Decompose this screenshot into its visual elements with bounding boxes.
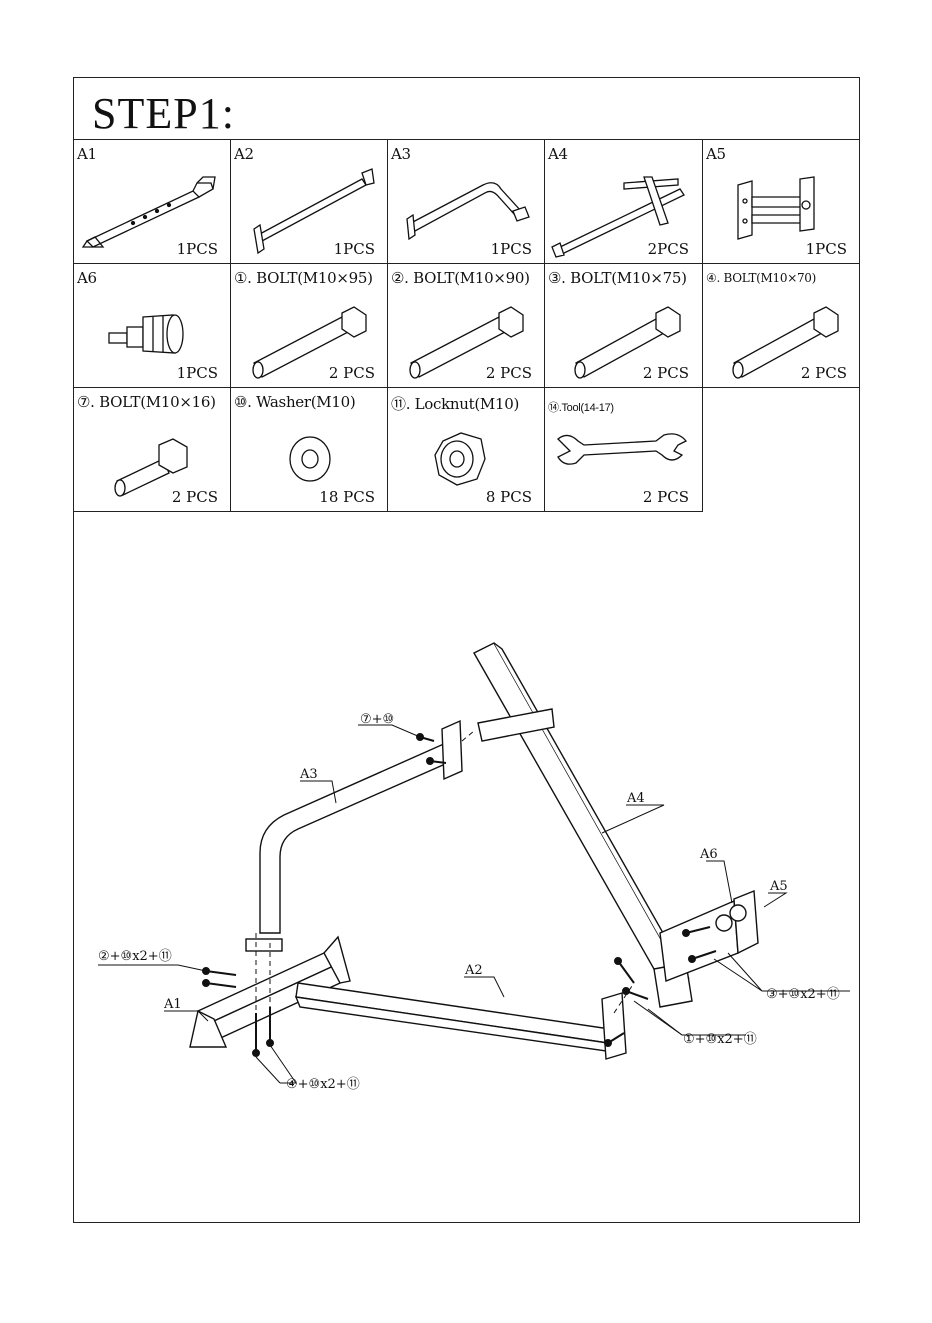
callout-bolt4-set: ④+⑩x2+⑪: [286, 1077, 360, 1092]
part-quantity: 2 PCS: [486, 364, 532, 382]
part-quantity: 2 PCS: [643, 488, 689, 506]
callout-bolt3-set: ③+⑩x2+⑪: [766, 987, 840, 1002]
callout-a5: A5: [769, 879, 788, 894]
part-label: ①. BOLT(M10×95): [234, 269, 373, 287]
a4-tube: [474, 643, 680, 983]
part-quantity: 8 PCS: [486, 488, 532, 506]
step-title: STEP1:: [92, 88, 235, 139]
part-quantity: 1PCS: [806, 240, 847, 258]
part-cell-bolt-4: ④. BOLT(M10×70) 2 PCS: [702, 263, 859, 387]
part-label: ⑩. Washer(M10): [234, 393, 355, 411]
callout-bolt7-washer10: ⑦+⑩: [360, 712, 394, 727]
a3-end-plate: [442, 721, 462, 779]
part-cell-tool: ⑭.Tool(14-17) 2 PCS: [544, 387, 701, 511]
a3-tube: [260, 743, 452, 933]
callout-a4: A4: [626, 791, 645, 806]
part-quantity: 2PCS: [648, 240, 689, 258]
part-label: ③. BOLT(M10×75): [548, 269, 687, 287]
part-cell-a6: A6 1PCS: [73, 263, 230, 387]
part-label: A1: [77, 145, 97, 163]
part-quantity: 1PCS: [177, 240, 218, 258]
callout-a2: A2: [464, 963, 483, 978]
part-cell-locknut: ⑪. Locknut(M10) 8 PCS: [387, 387, 544, 511]
part-cell-a5: A5 1PCS: [702, 139, 859, 263]
callout-a3: A3: [299, 767, 318, 782]
part-label: A3: [391, 145, 411, 163]
part-label: A2: [234, 145, 254, 163]
a5-bracket: [660, 901, 738, 981]
part-label: A6: [77, 269, 97, 287]
part-label: ⑦. BOLT(M10×16): [77, 393, 216, 411]
part-cell-bolt-1: ①. BOLT(M10×95) 2 PCS: [230, 263, 387, 387]
part-label: ②. BOLT(M10×90): [391, 269, 530, 287]
assembly-diagram: ⑦+⑩ A3 A4 A6 A5 ②+⑩x2+⑪ A1 A2 ③+⑩x2+⑪ ①+…: [74, 513, 859, 1221]
part-quantity: 1PCS: [177, 364, 218, 382]
part-quantity: 1PCS: [491, 240, 532, 258]
part-cell-a4: A4 2PCS: [544, 139, 701, 263]
callout-a6: A6: [699, 847, 718, 862]
part-cell-bolt-2: ②. BOLT(M10×90) 2 PCS: [387, 263, 544, 387]
callout-bolt2-set: ②+⑩x2+⑪: [98, 949, 172, 964]
part-quantity: 18 PCS: [319, 488, 375, 506]
part-cell-a2: A2 1PCS: [230, 139, 387, 263]
part-cell-bolt-3: ③. BOLT(M10×75) 2 PCS: [544, 263, 701, 387]
part-cell-bolt-7: ⑦. BOLT(M10×16) 2 PCS: [73, 387, 230, 511]
part-cell-a1: A1 1PCS: [73, 139, 230, 263]
part-label: ④. BOLT(M10×70): [706, 271, 816, 285]
part-label: A5: [706, 145, 726, 163]
callout-bolt1-set: ①+⑩x2+⑪: [683, 1032, 757, 1047]
part-cell-washer: ⑩. Washer(M10) 18 PCS: [230, 387, 387, 511]
part-quantity: 2 PCS: [172, 488, 218, 506]
callout-a1: A1: [163, 997, 182, 1012]
grid-line: [73, 511, 703, 512]
part-cell-a3: A3 1PCS: [387, 139, 544, 263]
part-quantity: 2 PCS: [643, 364, 689, 382]
part-quantity: 2 PCS: [329, 364, 375, 382]
part-label: A4: [548, 145, 568, 163]
part-quantity: 1PCS: [334, 240, 375, 258]
part-quantity: 2 PCS: [801, 364, 847, 382]
